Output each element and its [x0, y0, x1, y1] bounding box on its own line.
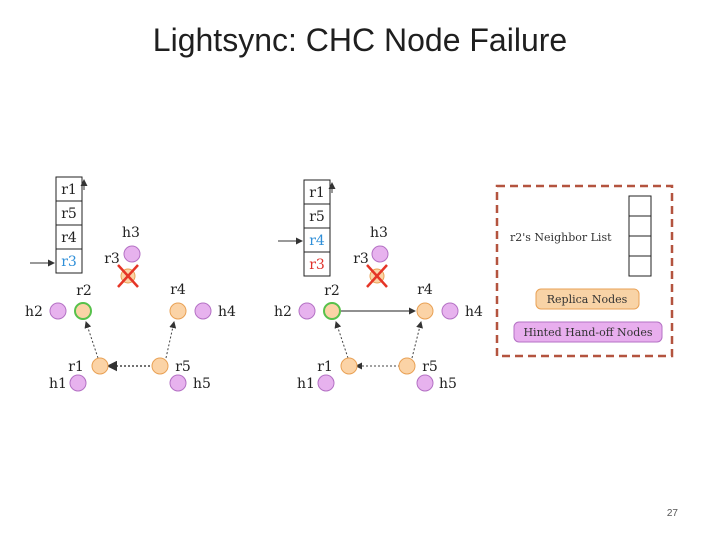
slide-number: 27: [666, 508, 678, 519]
right-label-r4: r4: [417, 282, 433, 298]
left-label-h2: h2: [25, 304, 43, 320]
left-node-h1: [69, 374, 87, 392]
legend-neighbor-list-boxes: [628, 195, 652, 277]
right-diagram: r1 r5 r4 r3 h3 r3 r2 h2 r4 h4 r1 h1 r5: [274, 179, 483, 392]
left-list-item-2: r5: [61, 206, 77, 222]
left-node-r1: [91, 357, 109, 375]
left-node-h4: [194, 302, 212, 320]
right-node-h1: [317, 374, 335, 392]
right-label-h2: h2: [274, 304, 292, 320]
right-label-r2: r2: [324, 283, 340, 299]
right-label-h4: h4: [465, 304, 483, 320]
right-node-h5: [416, 374, 434, 392]
right-label-h1: h1: [297, 376, 315, 392]
left-diagram: r1 r5 r4 r3 h3 r3 r2 h2 r4 h4 r1 h1 r: [25, 176, 236, 392]
right-node-r1: [340, 357, 358, 375]
legend-handoff-swatch: [513, 321, 663, 343]
right-label-r3: r3: [353, 251, 369, 267]
right-label-h5: h5: [439, 376, 457, 392]
left-list-item-3: r4: [61, 230, 77, 246]
right-node-r2: [323, 302, 341, 320]
right-node-r5: [398, 357, 416, 375]
legend-replica-swatch: [535, 288, 640, 310]
left-label-r3: r3: [104, 251, 120, 267]
legend-replica-label: Replica Nodes: [547, 293, 628, 306]
left-node-h5: [169, 374, 187, 392]
right-edge-r4-r5: [411, 321, 423, 359]
right-node-h4: [441, 302, 459, 320]
left-node-h2: [49, 302, 67, 320]
right-edge-r1-r2: [334, 321, 349, 359]
legend-neighbor-list-label: r2's Neighbor List: [510, 231, 612, 244]
left-edge-r1-r2: [84, 321, 99, 359]
left-node-r5: [151, 357, 169, 375]
left-label-r5: r5: [175, 359, 191, 375]
right-neighbor-list: r1 r5 r4 r3: [278, 179, 336, 277]
left-label-h1: h1: [49, 376, 67, 392]
right-label-h3: h3: [370, 225, 388, 241]
left-label-h4: h4: [218, 304, 236, 320]
left-label-h5: h5: [193, 376, 211, 392]
right-list-item-1: r1: [309, 185, 325, 201]
left-neighbor-list: r1 r5 r4 r3: [30, 176, 88, 274]
left-node-r2: [74, 302, 92, 320]
left-label-r2: r2: [76, 283, 92, 299]
left-edge-r4-r5: [165, 321, 177, 359]
right-node-h2: [298, 302, 316, 320]
left-list-item-1: r1: [61, 182, 77, 198]
left-label-h3: h3: [122, 225, 140, 241]
left-label-r1: r1: [68, 359, 84, 375]
left-label-r4: r4: [170, 282, 186, 298]
left-list-item-4: r3: [61, 254, 77, 270]
legend-panel: r2's Neighbor List Replica Nodes Hinted …: [495, 184, 674, 358]
right-list-item-2: r5: [309, 209, 325, 225]
legend-handoff-label: Hinted Hand-off Nodes: [523, 326, 652, 339]
right-node-h3: [371, 245, 389, 263]
right-label-r1: r1: [317, 359, 333, 375]
slide-title: Lightsync: CHC Node Failure: [152, 22, 568, 58]
right-list-item-3: r4: [309, 233, 325, 249]
left-node-h3: [123, 245, 141, 263]
legend-frame: [495, 184, 674, 358]
right-list-item-4: r3: [309, 257, 325, 273]
left-node-r4: [169, 302, 187, 320]
right-node-r4: [416, 302, 434, 320]
right-label-r5: r5: [422, 359, 438, 375]
